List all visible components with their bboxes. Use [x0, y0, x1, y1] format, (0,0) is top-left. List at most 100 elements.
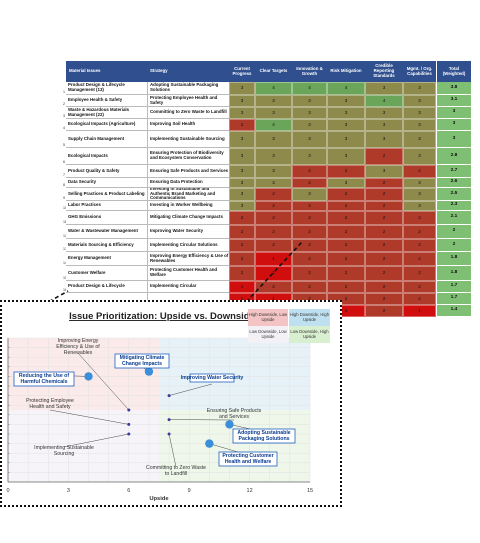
score-cell: 2 — [403, 165, 436, 178]
score-cell: 3 — [327, 119, 365, 131]
header-strategy: Strategy — [147, 61, 229, 82]
material-issue-cell: Data Security — [66, 178, 147, 188]
score-cell: 2 — [365, 266, 403, 281]
header-clear-targets: Clear Targets — [255, 61, 292, 82]
x-tick-label: 15 — [307, 488, 313, 494]
strategy-cell: Mitigating Climate Change Impacts — [147, 211, 229, 225]
total-cell: 1.4 — [437, 305, 471, 317]
material-issue-cell: Materials Sourcing & Efficiency — [66, 239, 147, 252]
row-number: 14 — [63, 261, 67, 265]
strategy-cell: Adopting Sustainable Packaging Solutions — [147, 82, 229, 95]
score-cell: 2 — [403, 293, 436, 305]
score-cell: 2 — [327, 188, 365, 201]
score-cell: 2 — [292, 225, 327, 239]
score-cell: 2 — [327, 266, 365, 281]
data-point — [127, 432, 131, 436]
score-cell: 3 — [229, 148, 255, 165]
score-cell: 2 — [255, 225, 292, 239]
total-cell: 2.7 — [437, 165, 471, 178]
header-mgmt-capabilities: Mgmt. / Org. Capabilities — [403, 61, 436, 82]
x-tick-label: 6 — [127, 488, 130, 494]
point-label: Improving Water Security — [181, 375, 244, 381]
x-tick-label: 12 — [247, 488, 253, 494]
strategy-cell: Protecting Customer Health and Welfare — [147, 266, 229, 281]
legend-high-downside-low-upside: High Downside, Low Upside — [248, 309, 288, 326]
point-label-box — [189, 373, 235, 383]
material-issue-cell: Waste & Hazardous Materials Management (… — [66, 107, 147, 119]
leader-line — [169, 383, 213, 396]
score-cell: 3 — [403, 178, 436, 188]
leader-line — [63, 433, 129, 448]
score-cell: 2 — [229, 252, 255, 266]
score-cell: 2 — [229, 266, 255, 281]
score-cell: 4 — [327, 82, 365, 95]
score-cell: 3 — [292, 107, 327, 119]
material-issue-cell: Employee Health & Safety — [66, 95, 147, 107]
score-cell: 2 — [365, 178, 403, 188]
score-cell: 2 — [255, 239, 292, 252]
score-cell: 3 — [292, 119, 327, 131]
score-cell: 3 — [229, 95, 255, 107]
strategy-cell: Ensuring Protection of Biodiversity and … — [147, 148, 229, 165]
score-cell: 3 — [292, 148, 327, 165]
material-issue-cell: Ecological Impacts — [66, 148, 147, 165]
score-cell: 2 — [403, 281, 436, 293]
material-issue-cell: GHG Emissions — [66, 211, 147, 225]
score-cell: 3 — [292, 95, 327, 107]
score-cell: 2 — [365, 211, 403, 225]
score-cell: 3 — [403, 107, 436, 119]
point-label-box — [114, 353, 170, 369]
strategy-cell: Committing to Zero Waste to Landfill — [147, 107, 229, 119]
material-issue-cell: Product Quality & Safety — [66, 165, 147, 178]
score-cell: 2 — [365, 239, 403, 252]
score-cell: 3 — [403, 95, 436, 107]
data-point — [127, 408, 131, 412]
score-cell: 3 — [327, 148, 365, 165]
strategy-cell: Improving Soil Health — [147, 119, 229, 131]
row-number: 15 — [63, 276, 67, 280]
score-cell: 2 — [365, 281, 403, 293]
header-credible-reporting: Credible Reporting Standards — [365, 61, 403, 82]
strategy-cell: Ensuring Safe Products and Services — [147, 165, 229, 178]
score-cell: 3 — [327, 131, 365, 148]
score-cell: 3 — [229, 188, 255, 201]
material-issue-cell: Supply Chain Management — [66, 131, 147, 148]
material-issue-cell: Labor Practices — [66, 201, 147, 211]
score-cell: 2 — [365, 201, 403, 211]
score-cell: 3 — [403, 131, 436, 148]
strategy-cell: Implementing Sustainable Sourcing — [147, 131, 229, 148]
score-cell: 2 — [292, 178, 327, 188]
score-cell: 2 — [365, 148, 403, 165]
total-cell: 2.5 — [437, 188, 471, 201]
score-cell: 3 — [255, 131, 292, 148]
quadrant-low-downside-low-upside — [8, 410, 159, 482]
score-cell: 2 — [403, 225, 436, 239]
quadrant-low-downside-high-upside — [159, 410, 310, 482]
data-point — [205, 439, 214, 448]
score-cell: 2 — [229, 225, 255, 239]
row-number: 1 — [63, 90, 65, 94]
score-cell: 3 — [229, 178, 255, 188]
leader-line — [168, 433, 177, 468]
score-cell: 1 — [403, 305, 436, 317]
strategy-cell: Improving Energy Efficiency & Use of Ren… — [147, 252, 229, 266]
score-cell: 2 — [403, 239, 436, 252]
total-cell: 3.1 — [437, 95, 471, 107]
score-cell: 2 — [229, 239, 255, 252]
strategy-cell: Ensuring Data Protection — [147, 178, 229, 188]
data-point — [144, 367, 154, 376]
score-cell: 4 — [292, 82, 327, 95]
score-cell: 3 — [292, 188, 327, 201]
data-point — [167, 394, 171, 398]
score-cell: 2 — [292, 266, 327, 281]
header-total: Total (Weighted) — [437, 61, 471, 82]
header-innovation-growth: Innovation & Growth — [292, 61, 327, 82]
total-cell: 3 — [437, 119, 471, 131]
